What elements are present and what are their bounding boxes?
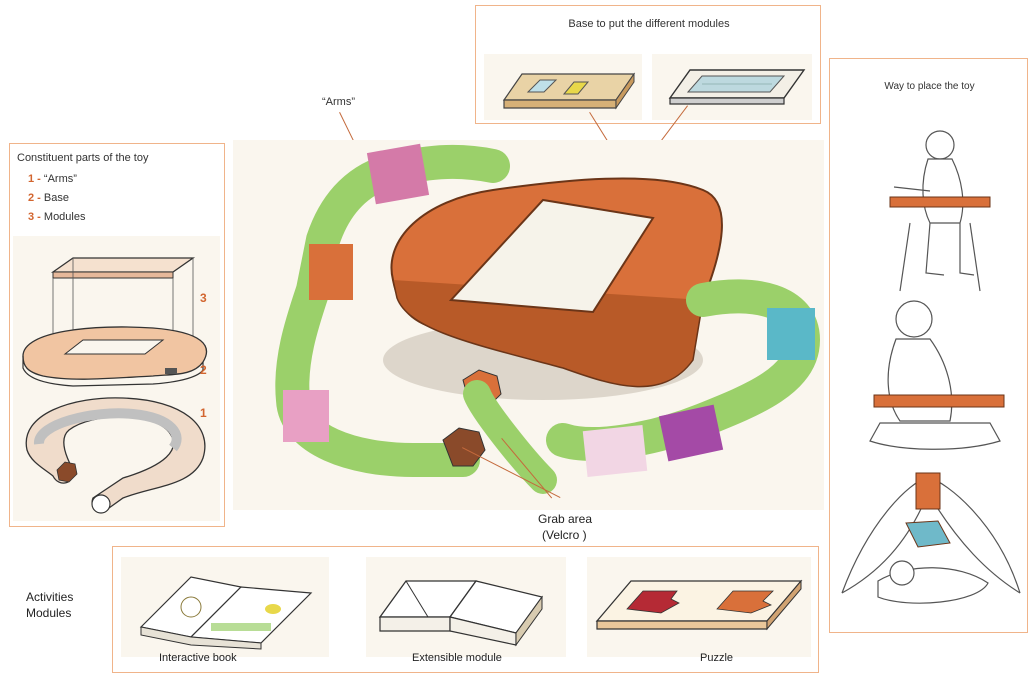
placement-panel: Way to place the toy	[829, 58, 1028, 633]
side-number-1: 1	[200, 406, 207, 420]
child-on-chair-sketch	[870, 123, 1000, 293]
parts-item-3: 3 - Modules	[28, 211, 85, 223]
parts-item-2: 2 - Base	[28, 192, 69, 204]
exploded-parts-sketch	[13, 236, 220, 521]
activities-panel: Interactive book Extensible module Puzzl…	[112, 546, 819, 673]
module-3-label: Puzzle	[700, 652, 733, 664]
activities-title-line2: Modules	[26, 606, 71, 620]
base-modules-title: Base to put the different modules	[476, 18, 822, 30]
base-modules-panel: Base to put the different modules	[475, 5, 821, 124]
base-tray-sketch-1	[484, 54, 642, 120]
child-on-floor-sketch	[860, 291, 1010, 461]
parts-panel: Constituent parts of the toy 1 - “Arms” …	[9, 143, 225, 527]
module-1-label: Interactive book	[159, 652, 237, 664]
grab-area-label: Grab area	[538, 512, 592, 526]
baby-under-arch-sketch	[838, 463, 1024, 628]
base-tray-sketch-2	[652, 54, 812, 120]
puzzle-sketch	[587, 557, 811, 657]
grab-area-sublabel: (Velcro )	[542, 528, 587, 542]
parts-title: Constituent parts of the toy	[17, 152, 148, 164]
interactive-book-sketch	[121, 557, 329, 657]
placement-title: Way to place the toy	[830, 81, 1029, 92]
side-number-3: 3	[200, 291, 207, 305]
arms-label: “Arms”	[322, 96, 355, 108]
side-number-2: 2	[200, 363, 207, 377]
main-toy-illustration	[233, 140, 824, 510]
module-2-label: Extensible module	[412, 652, 502, 664]
parts-item-1: 1 - “Arms”	[28, 173, 77, 185]
activities-title-line1: Activities	[26, 590, 73, 604]
extensible-module-sketch	[366, 557, 566, 657]
